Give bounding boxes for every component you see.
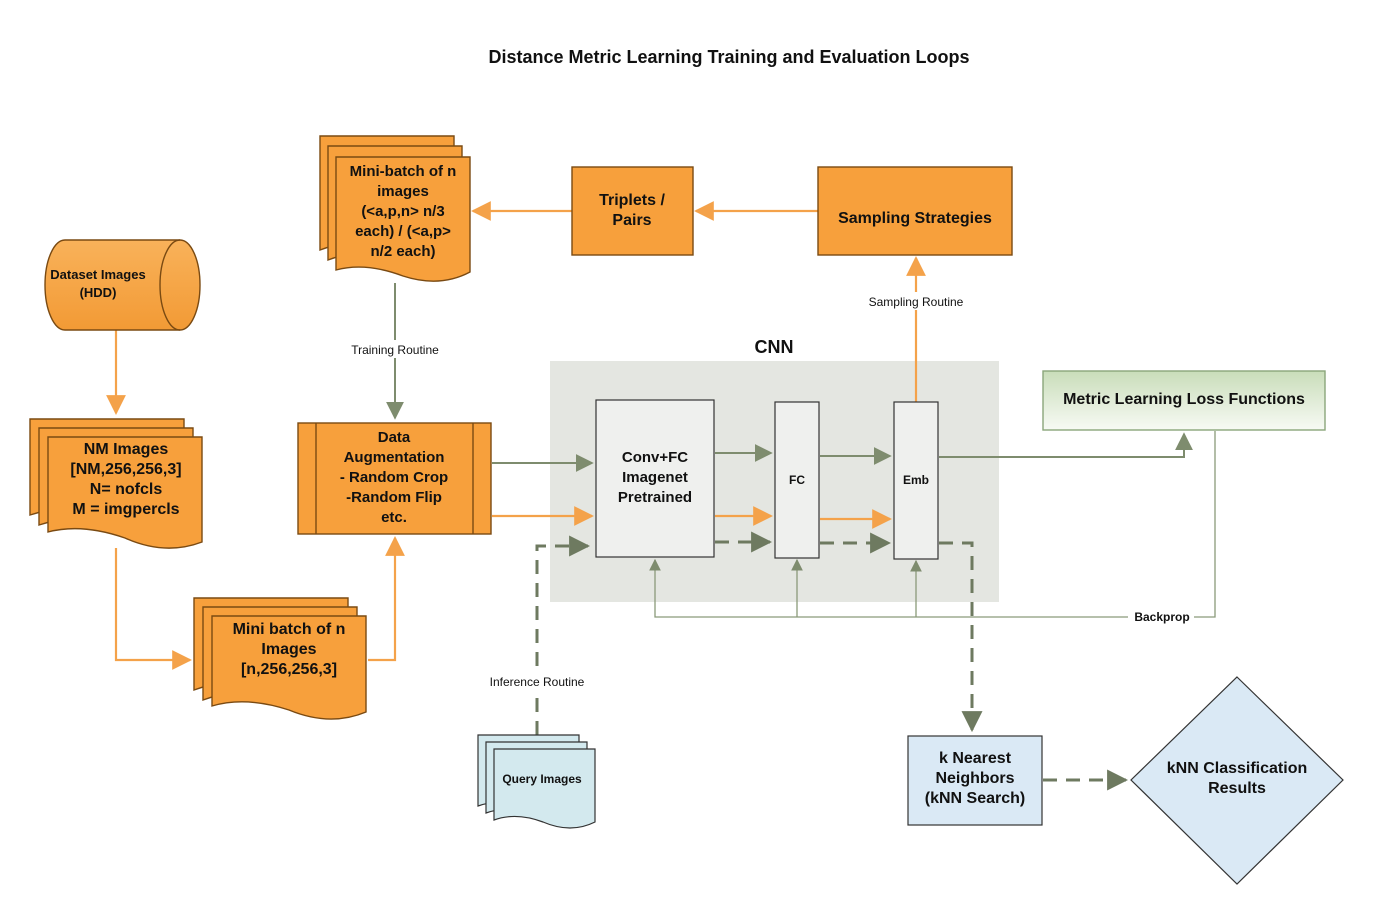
knn-results-node: kNN Classification Results xyxy=(1130,676,1344,885)
knn-line-3: (kNN Search) xyxy=(925,790,1025,807)
dataset-line-1: Dataset Images xyxy=(50,267,145,282)
nm-line-4: M = imgpercls xyxy=(72,501,179,518)
arrow-backprop-to-conv xyxy=(649,431,1216,618)
loss-label: Metric Learning Loss Functions xyxy=(1063,391,1305,408)
knn-line-2: Neighbors xyxy=(935,770,1014,787)
fc-label: FC xyxy=(789,473,805,487)
conv-fc-node: Conv+FC Imagenet Pretrained xyxy=(595,399,715,558)
aug-line-4: -Random Flip xyxy=(346,489,442,506)
conv-line-3: Pretrained xyxy=(618,489,692,506)
nm-line-3: N= nofcls xyxy=(90,481,163,498)
conv-line-2: Imagenet xyxy=(622,469,688,486)
triplets-line-2: Pairs xyxy=(612,212,651,229)
edge-label-inference: Inference Routine xyxy=(490,675,585,689)
minibatch-bottom-line-1: Mini batch of n xyxy=(233,621,346,638)
minibatch-top-line-2: images xyxy=(377,183,429,200)
inference-label-bg xyxy=(478,673,596,691)
inference-flow xyxy=(535,531,1129,791)
arrow-query-to-conv xyxy=(535,535,591,735)
nm-images-node: NM Images [NM,256,256,3] N= nofcls M = i… xyxy=(29,418,203,549)
results-line-2: Results xyxy=(1208,780,1266,797)
conv-line-1: Conv+FC xyxy=(622,449,688,466)
minibatch-top-line-4: each) / (<a,p> xyxy=(355,223,451,240)
dataset-line-2: (HDD) xyxy=(80,285,117,300)
arrow-emb-to-loss xyxy=(939,432,1193,458)
nm-line-2: [NM,256,256,3] xyxy=(70,461,181,478)
training-data-flow xyxy=(106,201,926,670)
results-line-1: kNN Classification xyxy=(1167,760,1307,777)
data-augmentation-node: Data Augmentation - Random Crop -Random … xyxy=(297,422,492,535)
query-images-node: Query Images xyxy=(477,734,596,829)
backprop-label-bg xyxy=(1128,608,1194,626)
arrow-minibatch-to-augmentation xyxy=(368,536,405,662)
triplets-line-1: Triplets / xyxy=(599,192,665,209)
sampling-strategies-label: Sampling Strategies xyxy=(838,210,992,227)
dataset-images-node: Dataset Images (HDD) xyxy=(44,239,201,331)
cnn-label: CNN xyxy=(755,337,794,357)
diagram-title: Distance Metric Learning Training and Ev… xyxy=(488,47,969,67)
loss-functions-node: Metric Learning Loss Functions xyxy=(1042,370,1326,431)
sampling-label-bg xyxy=(860,292,972,310)
knn-search-node: k Nearest Neighbors (kNN Search) xyxy=(907,735,1043,826)
edge-label-backprop: Backprop xyxy=(1134,610,1189,624)
knn-line-1: k Nearest xyxy=(939,750,1012,767)
aug-line-5: etc. xyxy=(381,509,407,526)
sampling-strategies-node: Sampling Strategies xyxy=(817,166,1013,256)
triplets-pairs-node: Triplets / Pairs xyxy=(571,166,694,256)
minibatch-top-line-1: Mini-batch of n xyxy=(350,163,457,180)
minibatch-bottom-line-2: Images xyxy=(261,641,316,658)
arrow-nm-to-minibatch xyxy=(114,548,192,670)
minibatch-top-line-3: (<a,p,n> n/3 xyxy=(361,203,444,220)
minibatch-bottom-line-3: [n,256,256,3] xyxy=(241,661,337,678)
edge-label-sampling: Sampling Routine xyxy=(869,295,964,309)
emb-node: Emb xyxy=(893,401,939,560)
aug-line-2: Augmentation xyxy=(344,449,445,466)
fc-node: FC xyxy=(774,401,820,559)
query-label: Query Images xyxy=(502,772,582,786)
minibatch-top-line-5: n/2 each) xyxy=(370,243,435,260)
mini-batch-top-node: Mini-batch of n images (<a,p,n> n/3 each… xyxy=(319,135,471,282)
backprop-flow xyxy=(649,431,1216,618)
training-label-bg xyxy=(341,340,449,358)
arrow-emb-to-knn xyxy=(939,541,983,733)
aug-line-3: - Random Crop xyxy=(340,469,448,486)
nm-line-1: NM Images xyxy=(84,441,169,458)
edge-label-training: Training Routine xyxy=(351,343,439,357)
emb-label: Emb xyxy=(903,473,929,487)
mini-batch-bottom-node: Mini batch of n Images [n,256,256,3] xyxy=(193,597,367,720)
aug-line-1: Data xyxy=(378,429,411,446)
